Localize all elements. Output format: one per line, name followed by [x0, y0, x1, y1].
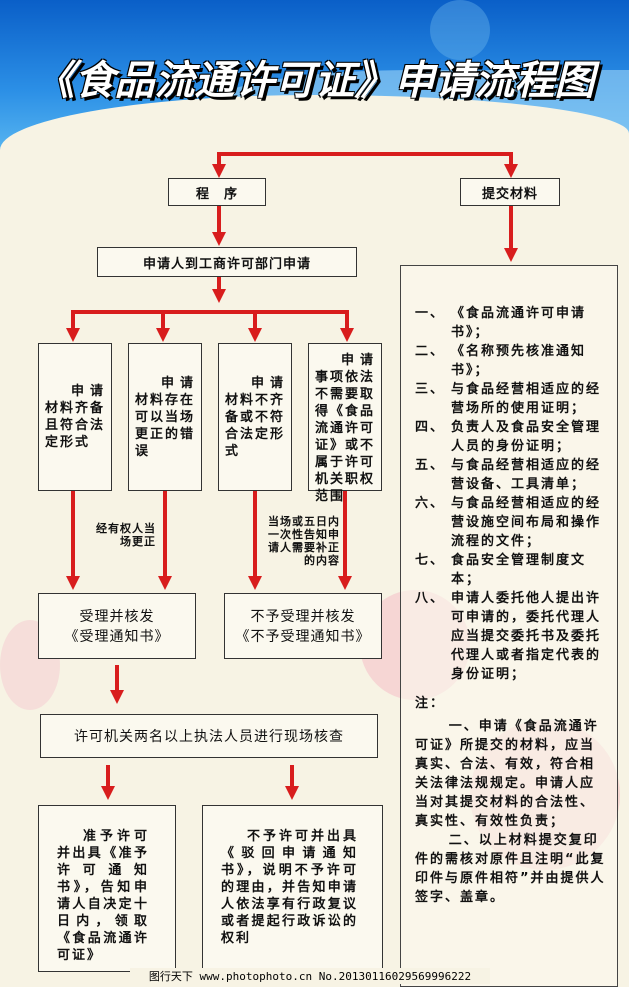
material-item: 五、与食品经营相适应的经营设备、工具清单；: [415, 456, 609, 494]
item-number: 一、: [415, 306, 446, 321]
note-item: 二、以上材料提交复印件的需核对原件且注明“此复印件与原件相符”并由提供人签字、盖…: [415, 833, 606, 905]
connector: [71, 310, 75, 330]
item-text: 《名称预先核准通知书》；: [451, 344, 587, 378]
page-title: 《食品流通许可证》申请流程图: [34, 58, 595, 104]
item-number: 四、: [415, 420, 446, 435]
arrow-down-icon: [110, 690, 124, 704]
reject-step: 不予受理并核发《不予受理通知书》: [224, 593, 382, 659]
arrow-down-icon: [158, 576, 172, 590]
arrow-down-icon: [248, 576, 262, 590]
arrow-down-icon: [504, 248, 518, 262]
connector: [217, 206, 221, 234]
material-item: 七、食品安全管理制度文本；: [415, 551, 609, 589]
connector: [290, 765, 294, 787]
watermark: 图行天下 www.photophoto.cn No.20130116029569…: [130, 968, 490, 984]
connector: [253, 491, 257, 577]
connector: [106, 765, 110, 787]
connector: [345, 310, 349, 330]
item-text: 与食品经营相适应的经营设备、工具清单；: [451, 458, 602, 492]
item-number: 三、: [415, 382, 446, 397]
materials-header: 提交材料: [460, 178, 560, 206]
arrow-down-icon: [156, 328, 170, 342]
arrow-down-icon: [101, 786, 115, 800]
material-item: 二、《名称预先核准通知书》；: [415, 342, 609, 380]
grant-result: 准予许可并出具《准予许可通知书》，告知申请人自决定十日内，领取《食品流通许可证》: [38, 805, 176, 972]
branch-correctable: 申请材料存在可以当场更正的错误: [128, 343, 202, 491]
accept-step: 受理并核发《受理通知书》: [38, 593, 196, 659]
item-number: 五、: [415, 458, 446, 473]
arrow-down-icon: [340, 328, 354, 342]
accept-line: 《受理通知书》: [64, 629, 170, 645]
arrow-down-icon: [248, 328, 262, 342]
flower-decoration: [430, 0, 490, 60]
item-number: 六、: [415, 496, 446, 511]
connector: [343, 491, 347, 577]
connector: [71, 310, 349, 314]
arrow-down-icon: [338, 576, 352, 590]
connector: [509, 152, 513, 166]
item-number: 二、: [415, 344, 446, 359]
arrow-down-icon: [212, 232, 226, 246]
item-text: 食品安全管理制度文本；: [451, 553, 587, 587]
item-text: 负责人及食品安全管理人员的身份证明；: [451, 420, 602, 454]
note-supplement: 当场或五日内一次性告知申请人需要补正的内容: [268, 515, 340, 567]
procedure-header: 程 序: [168, 178, 266, 206]
connector: [161, 310, 165, 330]
deny-result: 不予许可并出具《驳回申请通知书》，说明不予许可的理由，并告知申请人依法享有行政复…: [202, 805, 383, 972]
material-item: 八、申请人委托他人提出许可申请的，委托代理人应当提交委托书及委托代理人或者指定代…: [415, 589, 609, 684]
item-text: 《食品流通许可申请书》；: [451, 306, 587, 340]
connector: [217, 277, 221, 291]
item-number: 八、: [415, 591, 446, 606]
note-correct: 经有权人当场更正: [96, 522, 156, 548]
reject-line: 《不予受理通知书》: [235, 629, 371, 645]
connector: [217, 152, 221, 166]
inspection-step: 许可机关两名以上执法人员进行现场核查: [40, 714, 378, 758]
note-item: 一、申请《食品流通许可证》所提交的材料，应当真实、合法、有效，符合相关法律法规规…: [415, 719, 599, 829]
connector: [115, 665, 119, 691]
accept-line: 受理并核发: [79, 609, 155, 625]
branch-complete: 申请材料齐备且符合法定形式: [38, 343, 112, 491]
materials-list: 一、《食品流通许可申请书》； 二、《名称预先核准通知书》； 三、与食品经营相适应…: [400, 265, 618, 987]
material-item: 四、负责人及食品安全管理人员的身份证明；: [415, 418, 609, 456]
arrow-down-icon: [66, 328, 80, 342]
item-text: 与食品经营相适应的经营场所的使用证明；: [451, 382, 602, 416]
arrow-down-icon: [504, 164, 518, 178]
arrow-down-icon: [285, 786, 299, 800]
arrow-down-icon: [212, 164, 226, 178]
item-text: 申请人委托他人提出许可申请的，委托代理人应当提交委托书及委托代理人或者指定代表的…: [451, 591, 602, 682]
notes-label: 注：: [415, 696, 446, 711]
material-item: 一、《食品流通许可申请书》；: [415, 304, 609, 342]
reject-line: 不予受理并核发: [250, 609, 356, 625]
branch-incomplete: 申请材料不齐备或不符合法定形式: [218, 343, 292, 491]
header-banner: [0, 0, 629, 150]
branch-out-of-scope: 申请事项依法不需要取得《食品流通许可证》或不属于许可机关职权范围: [308, 343, 382, 504]
item-text: 与食品经营相适应的经营设施空间布局和操作流程的文件；: [451, 496, 602, 549]
connector: [71, 491, 75, 577]
material-item: 三、与食品经营相适应的经营场所的使用证明；: [415, 380, 609, 418]
apply-step: 申请人到工商许可部门申请: [97, 247, 357, 277]
item-number: 七、: [415, 553, 446, 568]
connector: [163, 491, 167, 577]
material-item: 六、与食品经营相适应的经营设施空间布局和操作流程的文件；: [415, 494, 609, 551]
connector: [217, 152, 513, 156]
arrow-down-icon: [212, 289, 226, 303]
arrow-down-icon: [66, 576, 80, 590]
connector: [253, 310, 257, 330]
connector: [509, 206, 513, 250]
